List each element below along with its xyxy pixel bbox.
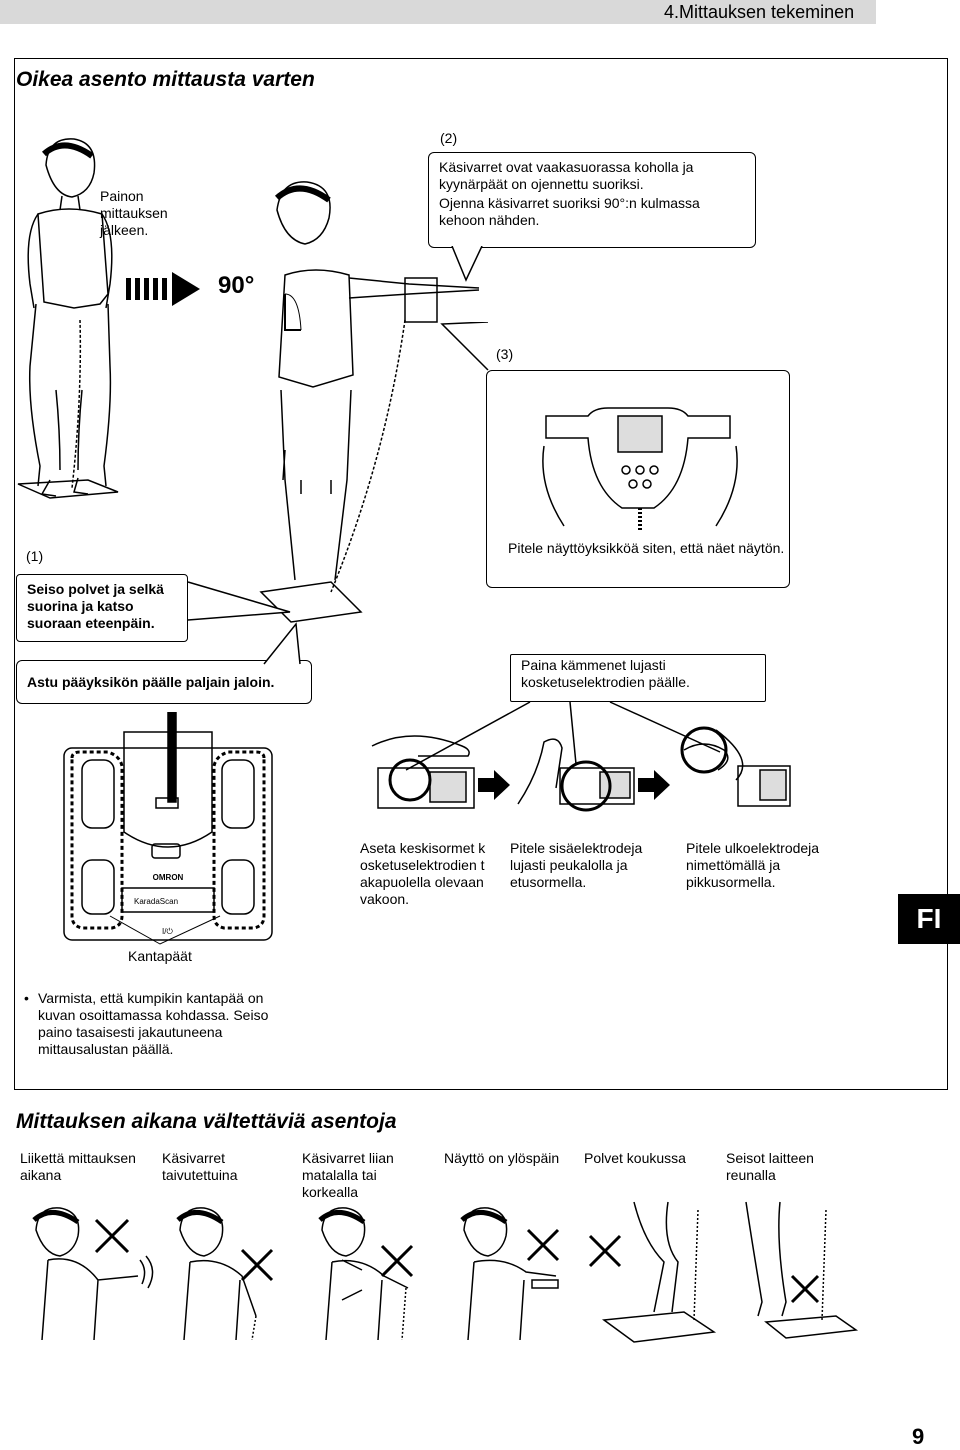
grip-arrow-1: [478, 770, 510, 800]
display-unit-illustration: [542, 407, 738, 532]
step2-number: (2): [440, 130, 458, 146]
angle-label: 90°: [218, 272, 255, 299]
step3-number: (3): [496, 346, 514, 362]
scale-top-view: OMRON KaradaScan I/⏻: [63, 712, 273, 945]
weight-note: Painon mittauksen jälkeen.: [100, 188, 168, 238]
avoid-figure-movement: [32, 1207, 154, 1340]
step3-text: Pitele näyttöyksikköä siten, että näet n…: [508, 540, 785, 556]
step1-callout-pointer: [187, 581, 291, 621]
avoid-figure-bent-arms: [176, 1207, 274, 1340]
foot-callout-pointer: [263, 622, 301, 665]
avoid-figure-low-high: [318, 1207, 414, 1340]
language-tab: FI: [898, 894, 960, 944]
heel-note-item: Varmista, että kumpikin kantapää on kuva…: [24, 990, 294, 1058]
avoid-item-1-label: Liikettä mittauksen aikana: [20, 1150, 136, 1183]
avoid-figure-edge: [745, 1201, 859, 1339]
avoid-item-5-label: Polvet koukussa: [584, 1150, 686, 1166]
grip-step2-text: Pitele sisäelektrodeja lujasti peukaloll…: [510, 840, 643, 890]
step1-callout: Seiso polvet ja selkä suorina ja katso s…: [16, 574, 188, 642]
avoid-figure-bent-knees: [588, 1201, 717, 1343]
heel-label: Kantapäät: [128, 948, 192, 964]
scale-model: KaradaScan: [134, 897, 178, 906]
avoid-item-6-label: Seisot laitteen reunalla: [726, 1150, 814, 1183]
correct-posture-frame: [14, 58, 948, 1090]
step2-callout-pointer: [451, 246, 483, 282]
avoid-item-3-label: Käsivarret liian matalalla tai korkealla: [302, 1150, 394, 1200]
direction-arrow: [126, 272, 200, 306]
step2-callout: Käsivarret ovat vaakasuorassa koholla ja…: [428, 152, 756, 248]
display-unit-closeup: [486, 370, 790, 588]
step2-line2: Ojenna käsivarret suoriksi 90°:n kulmass…: [439, 195, 700, 228]
grip-arrow-2: [638, 770, 670, 800]
grip-step1-text: Aseta keskisormet kosketuselektrodien ta…: [360, 840, 486, 907]
grip-step3-illustration: [680, 726, 791, 807]
grip-step3-text: Pitele ulkoelektrodeja nimettömällä ja p…: [686, 840, 820, 890]
avoid-postures-title: Mittauksen aikana vältettäviä asentoja: [16, 1110, 397, 1133]
heel-note: Varmista, että kumpikin kantapää on kuva…: [24, 990, 294, 1058]
section-title: Oikea asento mittausta varten: [16, 68, 315, 91]
foot-callout: Astu pääyksikön päälle paljain jaloin.: [16, 660, 312, 704]
section-header: 4.Mittauksen tekeminen: [664, 2, 855, 22]
grip-step2-illustration: [517, 738, 635, 812]
header-bar: [0, 0, 876, 24]
step3-callout-pointer: [440, 322, 489, 371]
step2-line1: Käsivarret ovat vaakasuorassa koholla ja…: [439, 159, 694, 192]
avoid-item-2-label: Käsivarret taivutettuina: [162, 1150, 238, 1183]
grip-step1-illustration: [371, 735, 475, 809]
grip-callout: Paina kämmenet lujasti kosketuselektrodi…: [510, 654, 766, 702]
scale-power: I/⏻: [162, 927, 173, 936]
step1-number: (1): [26, 548, 44, 564]
avoid-item-4-label: Näyttö on ylöspäin: [444, 1150, 560, 1166]
avoid-figure-display-up: [460, 1207, 560, 1340]
scale-brand: OMRON: [153, 873, 184, 882]
standing-woman-illustration: [17, 138, 119, 499]
page-number: 9: [912, 1424, 925, 1449]
